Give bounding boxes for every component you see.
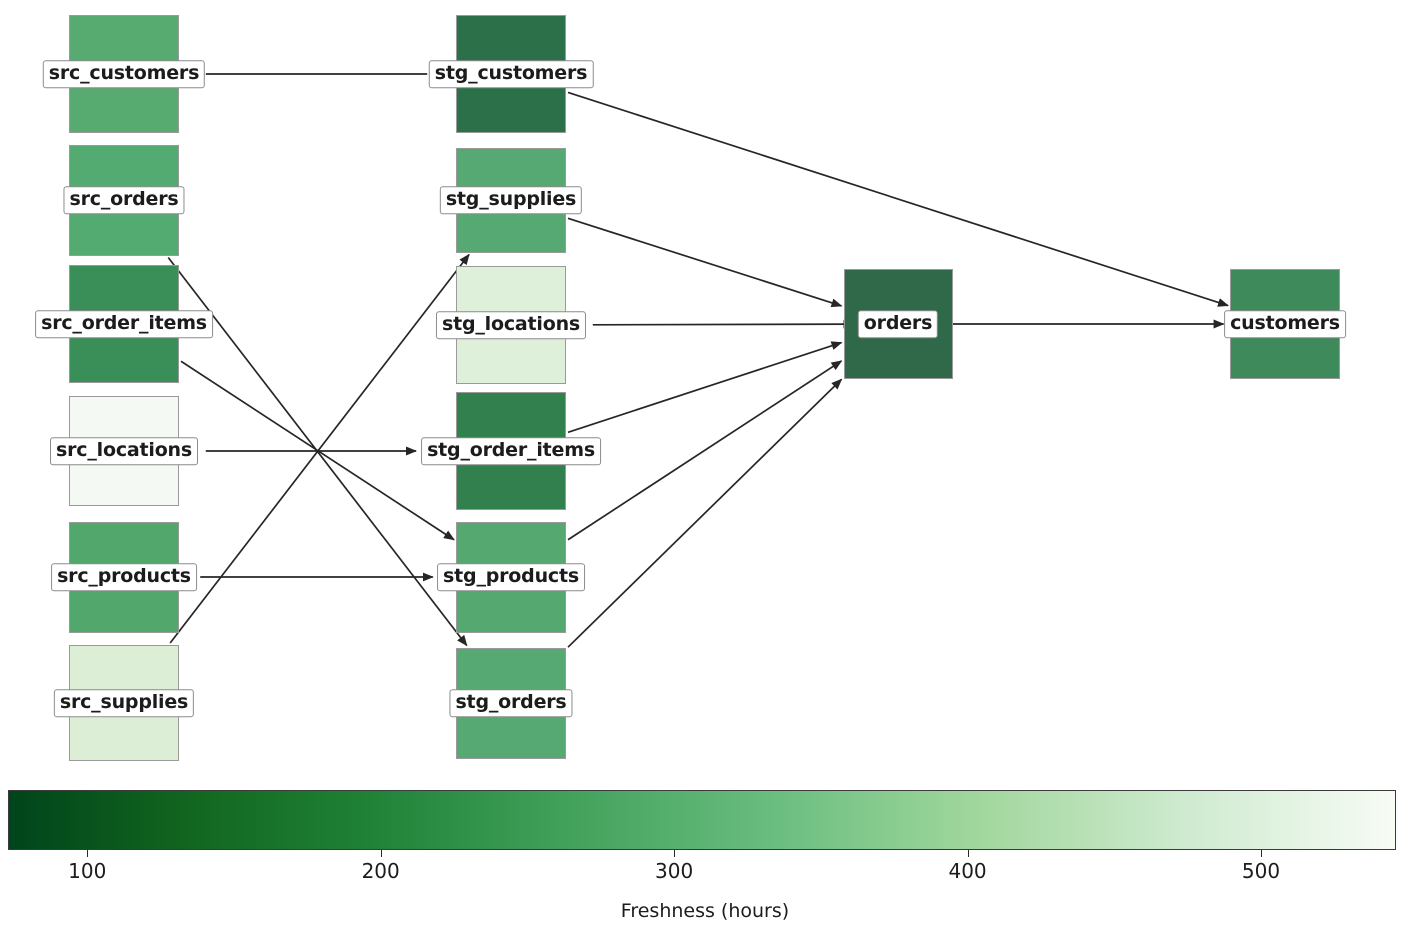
colorbar-axis-label: Freshness (hours) — [620, 900, 790, 922]
node-label-src_orders[interactable]: src_orders — [63, 186, 185, 214]
edge-stg_products-to-orders — [567, 360, 843, 541]
colorbar-gradient — [8, 790, 1396, 850]
node-label-src_locations[interactable]: src_locations — [50, 437, 198, 465]
node-label-src_supplies[interactable]: src_supplies — [53, 689, 195, 717]
colorbar-tick-label-400: 400 — [948, 859, 987, 883]
colorbar-tick-label-100: 100 — [68, 859, 107, 883]
colorbar-ticks: 100 200 300 400 500 — [8, 850, 1396, 896]
node-label-stg_supplies[interactable]: stg_supplies — [439, 186, 583, 214]
colorbar-tick-500 — [1261, 850, 1262, 857]
edge-stg_supplies-to-orders — [567, 217, 843, 308]
colorbar-tick-100 — [87, 850, 89, 857]
node-label-orders[interactable]: orders — [857, 310, 939, 338]
node-label-stg_products[interactable]: stg_products — [437, 563, 585, 591]
edge-stg_orders-to-orders — [567, 378, 843, 648]
colorbar-tick-200 — [380, 850, 382, 857]
node-label-stg_customers[interactable]: stg_customers — [428, 60, 594, 88]
edge-stg_locations-to-orders — [592, 319, 855, 329]
edge-src_supplies-to-stg_supplies — [169, 253, 470, 644]
colorbar: 100 200 300 400 500 Freshness (hours) — [0, 782, 1410, 926]
edge-stg_customers-to-customers — [567, 91, 1229, 307]
node-label-src_products[interactable]: src_products — [51, 563, 197, 591]
node-label-customers[interactable]: customers — [1224, 310, 1346, 338]
node-label-stg_orders[interactable]: stg_orders — [449, 689, 573, 717]
node-label-stg_locations[interactable]: stg_locations — [435, 311, 587, 339]
colorbar-tick-label-500: 500 — [1241, 859, 1281, 883]
node-label-src_order_items[interactable]: src_order_items — [35, 310, 213, 338]
colorbar-tick-400 — [967, 850, 969, 857]
edge-layer — [167, 73, 1229, 648]
colorbar-tick-label-300: 300 — [655, 859, 694, 883]
edge-stg_order_items-to-orders — [567, 341, 843, 434]
colorbar-tick-label-200: 200 — [361, 859, 400, 883]
node-label-src_customers[interactable]: src_customers — [42, 60, 206, 88]
colorbar-tick-300 — [674, 850, 676, 857]
node-label-stg_order_items[interactable]: stg_order_items — [421, 437, 601, 465]
